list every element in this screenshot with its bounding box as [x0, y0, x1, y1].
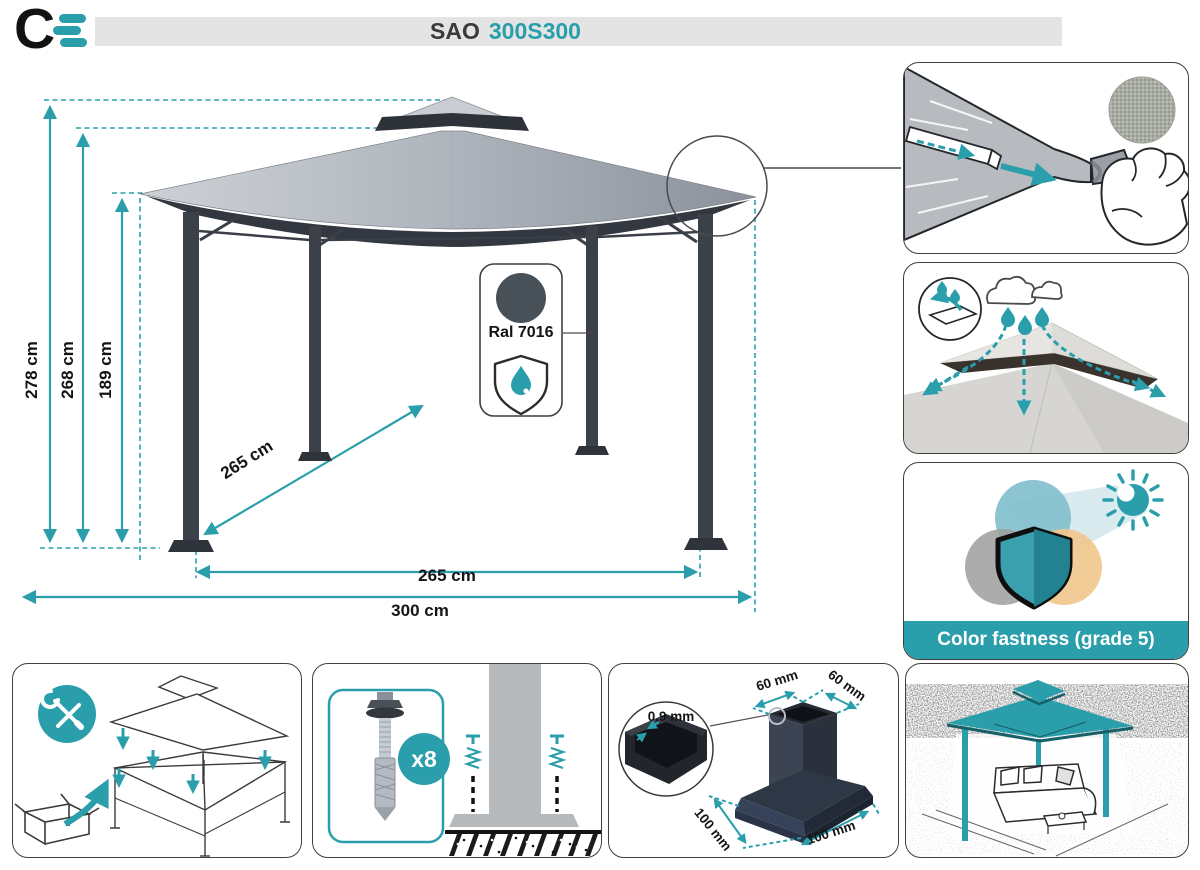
color-fastness-illustration	[965, 469, 1164, 610]
carton-box	[14, 793, 100, 846]
detail-callout	[666, 135, 901, 237]
garden-sofa	[992, 763, 1098, 834]
sun-icon	[1102, 469, 1164, 531]
roof-underside	[146, 196, 750, 247]
rain-cloud-icon	[986, 275, 1063, 305]
brand-logo-bars-icon	[60, 38, 87, 47]
dimension-guides	[40, 99, 756, 612]
ground-hatch	[449, 834, 598, 856]
corner-braces	[199, 214, 698, 252]
panel-garden-scene	[905, 663, 1189, 858]
water-runoff-illustration	[904, 275, 1188, 453]
wall-thickness-magnifier	[618, 701, 714, 797]
brand-logo-bars-icon	[59, 14, 86, 23]
assembly-illustration	[14, 675, 290, 857]
count-badge-circle	[398, 733, 450, 785]
ral-badge	[479, 263, 592, 417]
vent-gap	[940, 353, 1158, 389]
anchor-count-badge: x8	[411, 746, 437, 772]
expansion-bolt-icon	[366, 692, 404, 821]
panel-color-fastness: Color fastness (grade 5)	[903, 462, 1189, 660]
unbox-arrow-icon	[63, 778, 109, 827]
garden-gazebo	[946, 680, 1134, 841]
brand-logo-bars-icon	[53, 26, 81, 35]
panel-water-runoff	[903, 262, 1189, 454]
foot-dimension-arrows	[708, 689, 880, 849]
gazebo-illustration	[139, 96, 757, 552]
assembly-arrows	[112, 728, 272, 795]
dim-canopy-top-height: 268 cm	[58, 341, 77, 399]
dimension-lines	[21, 104, 753, 605]
ral-color-label: Ral 7016	[488, 324, 554, 341]
rug-lines	[921, 803, 1169, 857]
dim-total-width: 300 cm	[391, 601, 449, 620]
foot-dimension-illustration	[618, 689, 880, 849]
product-code: 300S300	[488, 18, 581, 44]
gazebo-drawing	[21, 96, 901, 612]
dim-total-height: 278 cm	[22, 341, 41, 399]
wall-thickness-label: 0.9 mm	[647, 709, 695, 724]
ral-color-swatch	[496, 273, 546, 323]
fabric-swatch-icon	[1108, 76, 1176, 144]
title-bar: SAO 300S300	[95, 17, 1062, 46]
dim-eave-height: 189 cm	[96, 341, 115, 399]
water-repellent-icon	[918, 277, 982, 341]
panel-assembly	[12, 663, 302, 858]
roof-vent-band	[375, 113, 529, 131]
roof-canopy	[139, 130, 757, 230]
garden-scene-illustration	[906, 680, 1188, 857]
dimension-diagram: 278 cm 268 cm 189 cm 265 cm 265 cm 300 c…	[0, 55, 902, 665]
brand-logo-letter: C	[14, 0, 55, 61]
runoff-arrows	[922, 324, 1167, 416]
post-plate	[449, 814, 579, 827]
shield-icon	[995, 526, 1073, 610]
anchor-screw-icon	[463, 734, 567, 770]
dim-leg-spacing: 265 cm	[418, 566, 476, 585]
water-drop-icon	[511, 366, 531, 395]
drill-guides	[471, 776, 559, 812]
pull-arrow-icon	[1000, 162, 1057, 186]
color-fastness-banner: Color fastness (grade 5)	[904, 621, 1188, 659]
post	[489, 664, 541, 814]
rain-drops-icon	[1001, 307, 1049, 335]
panel-fabric-cover	[903, 62, 1189, 254]
brand-logo: C	[14, 0, 104, 61]
tools-icon	[38, 685, 96, 743]
panel-foot-dimensions: 60 mm 60 mm 0.9 mm 100 mm 100 mm	[608, 663, 899, 858]
exploded-gazebo	[108, 675, 290, 751]
gazebo-frame	[168, 212, 728, 552]
frame-lines	[110, 751, 290, 857]
fabric-pull-illustration	[904, 65, 1188, 246]
hand-illustration	[1100, 147, 1188, 246]
product-model: SAO	[430, 18, 480, 44]
anchoring-illustration	[327, 664, 601, 856]
ground-line	[445, 830, 601, 834]
panel-anchor-bolts: x8	[312, 663, 602, 858]
slide-arrow-icon	[916, 139, 976, 160]
